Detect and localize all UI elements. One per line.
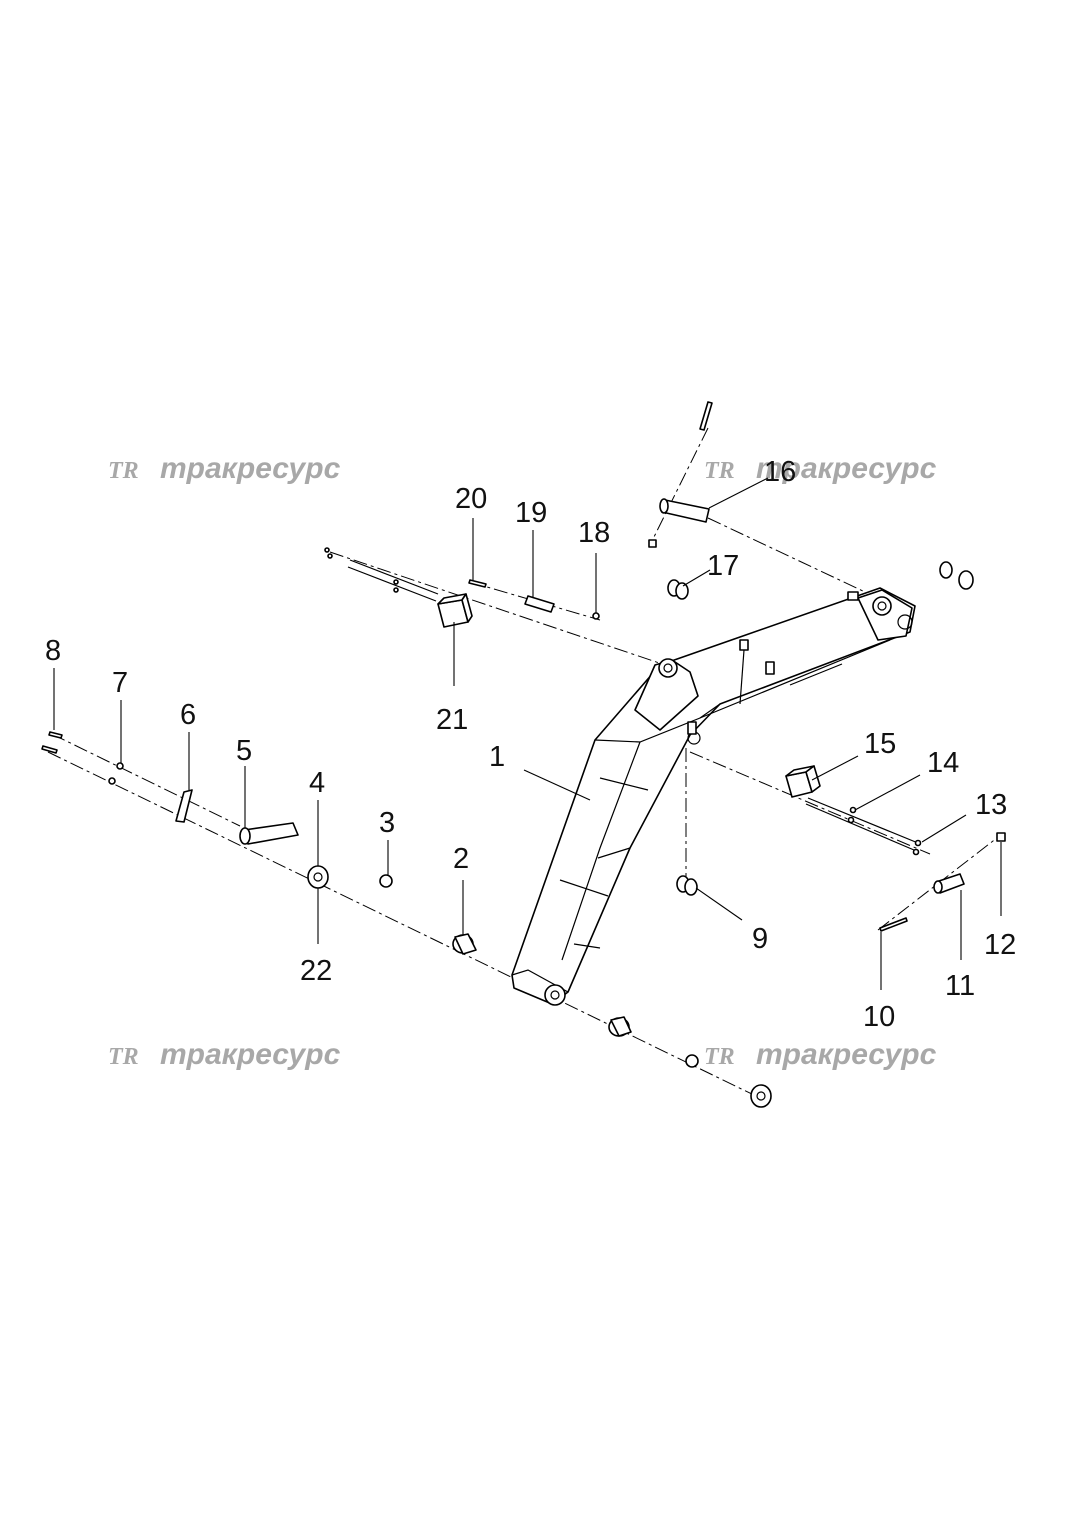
nut-part-12 [996, 832, 1006, 842]
nut-part-7 [108, 762, 124, 785]
callout-labels: 1 2 3 4 5 6 7 8 9 10 11 12 13 14 15 16 1… [45, 456, 1016, 1033]
callout-11: 11 [945, 970, 975, 1002]
washer-part-4 [307, 865, 329, 889]
pin-part-19 [524, 595, 555, 613]
block-part-15 [785, 765, 821, 798]
callout-20: 20 [455, 483, 487, 515]
oring-part-3 [379, 874, 393, 888]
callout-14: 14 [927, 747, 959, 779]
nut-part-13 [912, 839, 922, 856]
callout-18: 18 [578, 517, 610, 549]
plate-part-6 [175, 789, 193, 823]
washer-lower [750, 1084, 772, 1108]
watermark-bottom-left: TR тракресурс [108, 1038, 341, 1071]
nut-part-18 [592, 612, 600, 620]
washer-pair-part-17 [667, 579, 689, 600]
watermark-top-right: TR тракресурс [704, 452, 937, 485]
oring-lower [685, 1054, 699, 1068]
callout-6: 6 [180, 699, 196, 731]
watermark-text: тракресурс [756, 1038, 937, 1071]
callout-22: 22 [300, 955, 332, 987]
callout-16: 16 [764, 456, 796, 488]
washer-pair-head [939, 561, 974, 590]
callout-19: 19 [515, 497, 547, 529]
washer-pair-part-9 [676, 875, 698, 896]
nut-top [648, 539, 657, 548]
bushing-lower [608, 1016, 632, 1037]
pin-part-16 [659, 498, 710, 523]
callout-10: 10 [863, 1001, 895, 1033]
pin-part-5 [239, 822, 299, 845]
boom-part-1 [511, 587, 916, 1006]
callout-3: 3 [379, 807, 395, 839]
callout-9: 9 [752, 923, 768, 955]
watermark-bottom-right: TR тракресурс [704, 1038, 937, 1071]
callout-1: 1 [489, 741, 505, 773]
watermark-logo: TR [108, 458, 139, 484]
callout-5: 5 [236, 735, 252, 767]
watermark-logo: TR [704, 458, 735, 484]
watermark-logo: TR [108, 1044, 139, 1070]
watermark-top-left: TR тракресурс [108, 452, 341, 485]
callout-12: 12 [984, 929, 1016, 961]
watermark-text: тракресурс [756, 452, 937, 485]
bushing-part-2 [452, 933, 477, 955]
pin-part-11 [933, 873, 965, 894]
block-part-21 [437, 593, 473, 628]
assembly-axes [47, 427, 1003, 1099]
callout-13: 13 [975, 789, 1007, 821]
callout-4: 4 [309, 767, 325, 799]
rod-part-14 [805, 797, 919, 851]
callout-2: 2 [453, 843, 469, 875]
callout-15: 15 [864, 728, 896, 760]
bolt-part-20 [468, 579, 487, 588]
callout-8: 8 [45, 635, 61, 667]
callout-17: 17 [707, 550, 739, 582]
bolt-part-10 [879, 917, 908, 932]
leader-lines [53, 477, 1002, 990]
bolt-top [699, 401, 713, 431]
callout-7: 7 [112, 667, 128, 699]
rod-upper [324, 547, 439, 602]
watermark-logo: TR [704, 1044, 735, 1070]
callout-21: 21 [436, 704, 468, 736]
watermark-text: тракресурс [160, 1038, 341, 1071]
bolt-part-8 [41, 731, 63, 754]
watermark-text: тракресурс [160, 452, 341, 485]
